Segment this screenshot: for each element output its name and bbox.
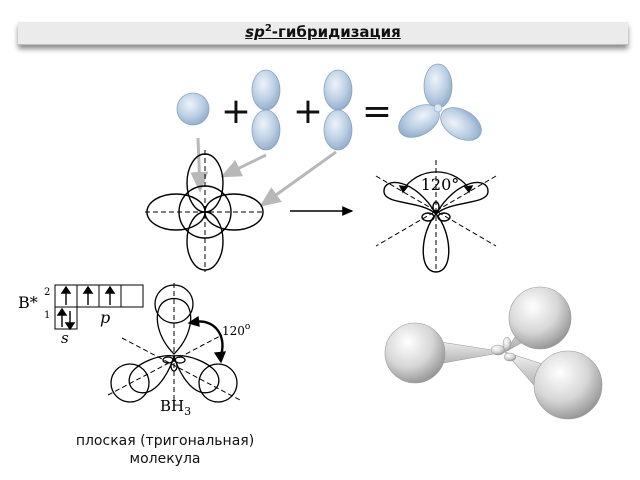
title-bar: sp2-гибридизация	[18, 22, 628, 45]
s-sublevel-label: s	[61, 329, 69, 347]
grey-arrow-3	[190, 137, 209, 193]
sp2-3d-model	[384, 286, 603, 420]
title-prefix: sp	[245, 23, 265, 41]
grey-arrow-2	[259, 150, 337, 207]
caption-line-1: плоская (тригональная)	[75, 433, 255, 449]
level-2-label: 2	[44, 287, 50, 298]
plus-sign-2: +	[293, 91, 323, 132]
angle-label-bottom: 120o	[222, 322, 250, 338]
equals-sign: =	[362, 91, 392, 132]
p-orbital-1	[251, 69, 281, 151]
electron-arrows	[56, 285, 116, 331]
angle-bottom-value: 120	[222, 324, 245, 338]
angle-bottom-degree: o	[245, 322, 250, 332]
p-orbital-2	[323, 69, 353, 151]
orbital-cross-diagram	[145, 150, 265, 272]
title-superscript: 2	[264, 23, 272, 34]
caption: плоская (тригональная) молекула	[40, 432, 290, 468]
sp2-hybrid-orbital	[398, 63, 482, 141]
molecule-formula: BH3	[160, 397, 191, 418]
plus-sign-1: +	[221, 91, 251, 132]
formula-subscript: 3	[184, 405, 191, 418]
title-suffix: -гибридизация	[271, 23, 401, 41]
s-orbital	[176, 92, 210, 126]
bh3-structure	[107, 283, 241, 403]
page-title: sp2-гибридизация	[18, 23, 628, 41]
caption-line-2: молекула	[129, 451, 201, 467]
formula-base: BH	[160, 397, 184, 415]
level-1-label: 1	[44, 310, 50, 321]
sp2-lobes-diagram	[375, 160, 497, 273]
p-sublevel-label: p	[100, 308, 110, 327]
angle-label-top: 120°	[421, 175, 460, 194]
grey-arrow-1	[220, 153, 267, 178]
electron-config-boxes	[54, 284, 144, 330]
atom-label: B*	[18, 293, 38, 312]
